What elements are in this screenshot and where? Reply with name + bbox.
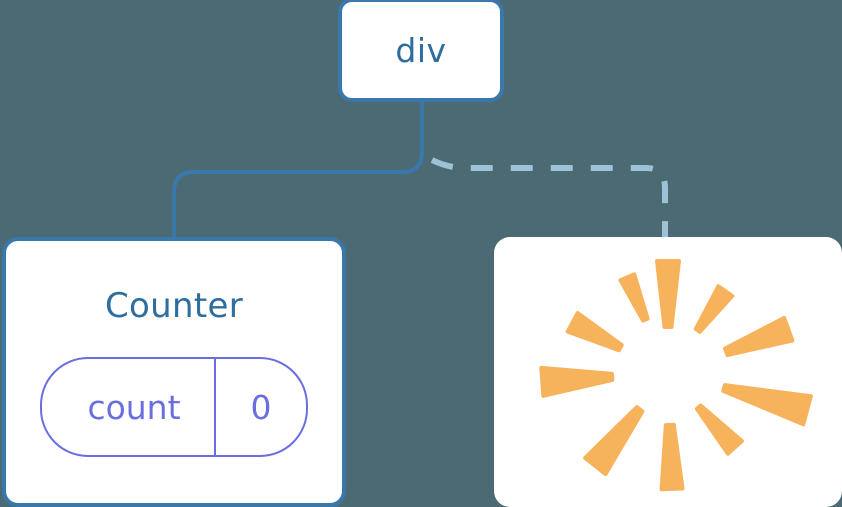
state-pill-count[interactable]: count 0 xyxy=(40,357,308,457)
spark-ray-2 xyxy=(723,315,795,358)
state-key: count xyxy=(87,387,181,427)
spark-ray-8 xyxy=(565,311,624,353)
node-counter-label: Counter xyxy=(105,286,243,326)
spark-ray-4 xyxy=(694,403,744,456)
state-value: 0 xyxy=(214,359,306,455)
spark-ray-0 xyxy=(655,259,681,329)
edge-div-to-counter xyxy=(172,101,424,239)
spark-ray-9 xyxy=(618,272,650,323)
node-spark-burst[interactable] xyxy=(494,237,842,507)
spark-ray-1 xyxy=(693,284,735,334)
node-div[interactable]: div xyxy=(338,0,504,102)
sparkle-burst-icon xyxy=(539,259,813,492)
spark-ray-5 xyxy=(659,422,685,492)
spark-ray-6 xyxy=(583,405,645,476)
node-div-label: div xyxy=(395,30,447,70)
node-counter[interactable]: Counter count 0 xyxy=(2,237,346,507)
edge-div-to-burst xyxy=(430,157,668,239)
spark-ray-7 xyxy=(539,365,615,398)
spark-ray-3 xyxy=(721,383,813,427)
